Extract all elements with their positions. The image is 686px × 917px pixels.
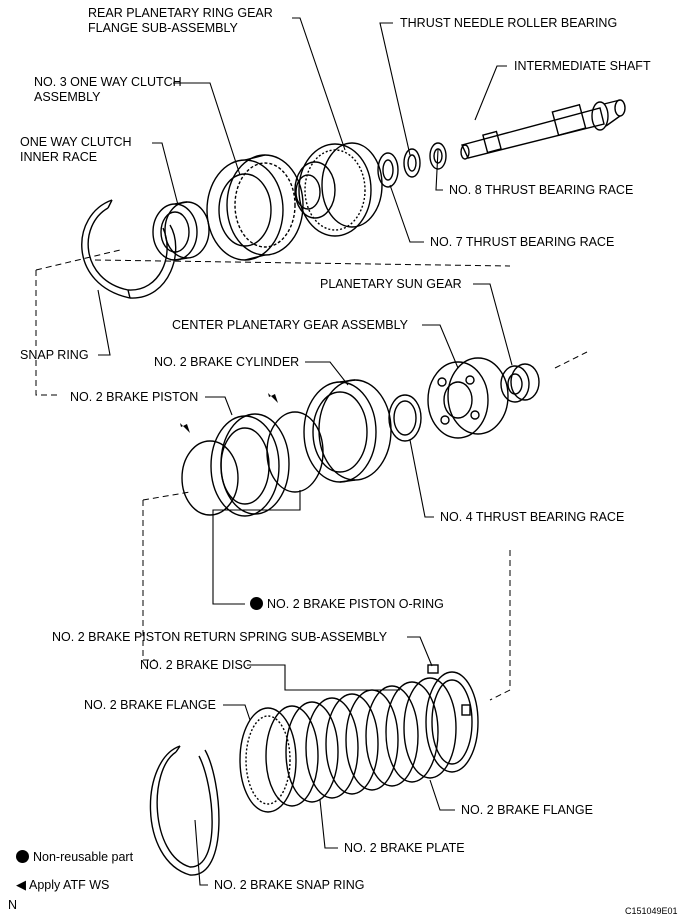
label-oring: NO. 2 BRAKE PISTON O-RING xyxy=(250,597,444,612)
label-intermediate-shaft: INTERMEDIATE SHAFT xyxy=(514,59,651,73)
label-brake-snap-ring: NO. 2 BRAKE SNAP RING xyxy=(214,878,365,892)
needle-bearing-part xyxy=(377,148,421,188)
race4-part xyxy=(388,394,422,442)
label-race8: NO. 8 THRUST BEARING RACE xyxy=(449,183,634,197)
orings-part xyxy=(181,411,324,516)
figure-code: C151049E01 xyxy=(625,906,678,916)
label-brake-cylinder: NO. 2 BRAKE CYLINDER xyxy=(154,355,300,369)
label-center-planetary: CENTER PLANETARY GEAR ASSEMBLY xyxy=(172,318,408,332)
owc-assembly-part xyxy=(206,154,304,261)
label-return-spring: NO. 2 BRAKE PISTON RETURN SPRING SUB-ASS… xyxy=(52,630,388,644)
label-thrust-needle: THRUST NEEDLE ROLLER BEARING xyxy=(400,16,618,30)
label-brake-piston: NO. 2 BRAKE PISTON xyxy=(70,390,199,404)
ring-gear-flange-part xyxy=(294,142,383,237)
label-brake-disc: NO. 2 BRAKE DISC xyxy=(140,658,252,672)
brake-piston-part xyxy=(210,413,290,517)
legend-non-reusable: Non-reusable part xyxy=(16,850,133,865)
atf-arrows xyxy=(180,393,278,433)
sun-gear-part xyxy=(500,363,540,403)
label-brake-flange-left: NO. 2 BRAKE FLANGE xyxy=(84,698,216,712)
owc-inner-race-part xyxy=(152,201,210,261)
legend-apply-atf: ◀Apply ATF WS xyxy=(16,877,110,892)
intermediate-shaft-part xyxy=(460,99,626,160)
non-reusable-dot-icon xyxy=(16,850,29,863)
label-race7: NO. 7 THRUST BEARING RACE xyxy=(430,235,615,249)
label-race4: NO. 4 THRUST BEARING RACE xyxy=(440,510,625,524)
center-planetary-part xyxy=(427,357,509,439)
label-brake-flange-right: NO. 2 BRAKE FLANGE xyxy=(461,803,593,817)
label-sun-gear: PLANETARY SUN GEAR xyxy=(320,277,462,291)
brake-snap-ring-part xyxy=(149,745,220,876)
corner-mark: N xyxy=(8,898,18,912)
atf-arrow-icon: ◀ xyxy=(16,877,26,892)
snap-ring-upper xyxy=(81,199,177,299)
label-snap-ring: SNAP RING xyxy=(20,348,89,362)
race8-part xyxy=(429,142,447,170)
non-reusable-dot-icon xyxy=(250,597,263,610)
leader-lines xyxy=(97,17,513,886)
label-brake-plate: NO. 2 BRAKE PLATE xyxy=(344,841,465,855)
brake-pack-part xyxy=(239,664,479,813)
brake-cylinder-part xyxy=(303,379,392,483)
dashed-alignment xyxy=(35,249,588,701)
